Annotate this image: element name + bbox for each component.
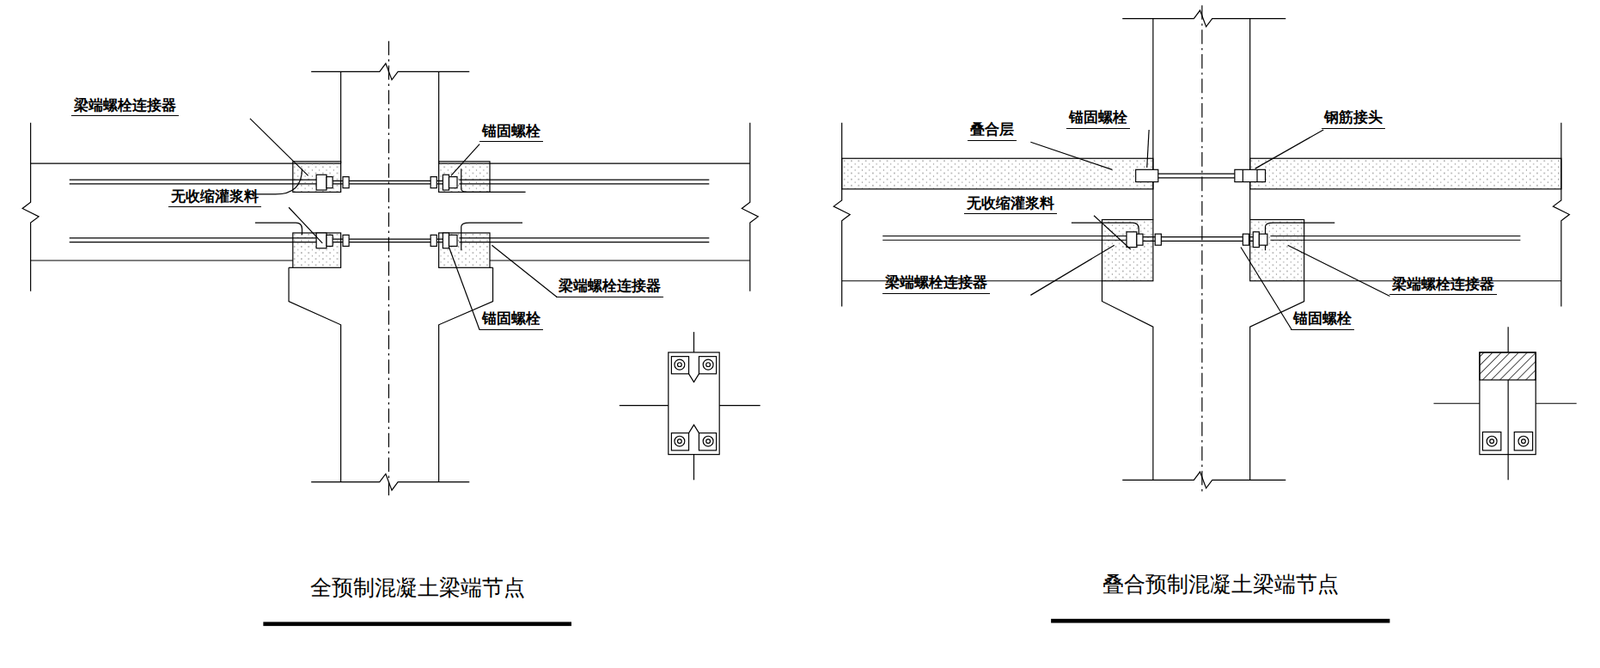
callout-label: 锚固螺栓 (1290, 310, 1355, 330)
callout-label: 叠合层 (967, 121, 1017, 141)
callout-label: 无收缩灌浆料 (964, 195, 1057, 215)
callout-label: 无收缩灌浆料 (168, 188, 262, 208)
callout-label: 梁端螺栓连接器 (882, 274, 990, 294)
callout-label: 钢筋接头 (1321, 109, 1386, 129)
drawing-caption: 全预制混凝土梁端节点 (310, 574, 526, 601)
callout-label: 锚固螺栓 (1066, 109, 1130, 129)
callout-label: 梁端螺栓连接器 (71, 97, 179, 117)
callout-label: 锚固螺栓 (479, 122, 544, 143)
callout-label: 锚固螺栓 (479, 310, 544, 330)
callout-label: 梁端螺栓连接器 (555, 277, 664, 298)
drawing-caption: 叠合预制混凝土梁端节点 (1102, 571, 1339, 598)
callout-label: 梁端螺栓连接器 (1389, 275, 1497, 296)
